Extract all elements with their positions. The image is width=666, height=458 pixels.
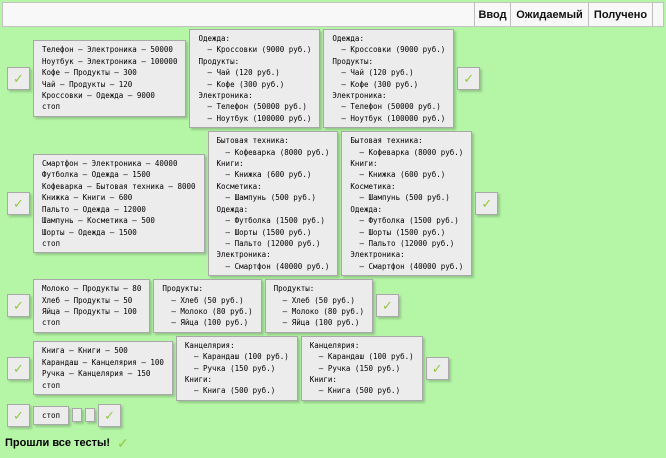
check-icon: ✓ — [13, 298, 24, 314]
test1-pass-badge-right: ✓ — [457, 67, 481, 91]
test5-input-box: стоп — [33, 405, 70, 425]
test5-pass-badge-right: ✓ — [98, 403, 122, 427]
test-row-2: ✓ Смартфон – Электроника – 40000 Футболк… — [7, 131, 666, 277]
check-icon: ✓ — [481, 196, 493, 212]
check-icon: ✓ — [104, 407, 116, 423]
test2-expected-box: Бытовая техника: – Кофеварка (8000 руб.)… — [207, 131, 339, 277]
header-end-cell — [652, 3, 663, 26]
test5-pass-badge-left: ✓ — [7, 403, 30, 427]
test4-expected-box: Канцелярия: – Карандаш (100 руб.) – Ручк… — [175, 335, 298, 401]
test2-pass-badge-left: ✓ — [7, 192, 30, 216]
test4-pass-badge-left: ✓ — [7, 356, 30, 380]
check-icon: ✓ — [463, 71, 475, 87]
header-spacer — [3, 3, 474, 26]
all-tests-passed-text: Прошли все тесты! — [5, 436, 111, 449]
test5-expected-box — [72, 408, 83, 423]
test1-pass-badge-left: ✓ — [7, 67, 30, 91]
check-icon: ✓ — [13, 71, 24, 87]
test-row-5: ✓ стоп ✓ — [7, 403, 666, 427]
test-rows-list: ✓ Телефон – Электроника – 50000 Ноутбук … — [0, 29, 666, 427]
test1-input-box: Телефон – Электроника – 50000 Ноутбук – … — [33, 40, 187, 117]
check-icon: ✓ — [13, 360, 24, 376]
test3-pass-badge-left: ✓ — [7, 294, 30, 318]
check-icon: ✓ — [13, 196, 24, 212]
test4-input-box: Книга – Книги – 500 Карандаш – Канцеляри… — [33, 341, 173, 396]
check-icon: ✓ — [117, 434, 129, 451]
test-row-3: ✓ Молоко – Продукты – 80 Хлеб – Продукты… — [7, 279, 666, 333]
all-tests-passed-row: Прошли все тесты! ✓ — [5, 436, 666, 450]
test1-received-box: Одежда: – Кроссовки (9000 руб.) Продукты… — [323, 29, 455, 129]
check-icon: ✓ — [431, 360, 443, 376]
check-icon: ✓ — [382, 298, 393, 314]
test2-pass-badge-right: ✓ — [475, 192, 499, 216]
test2-input-box: Смартфон – Электроника – 40000 Футболка … — [33, 154, 205, 254]
header-col-input: Ввод — [474, 3, 510, 26]
test-row-4: ✓ Книга – Книги – 500 Карандаш – Канцеля… — [7, 335, 666, 401]
check-icon: ✓ — [13, 407, 24, 423]
test4-pass-badge-right: ✓ — [425, 356, 449, 380]
test2-received-box: Бытовая техника: – Кофеварка (8000 руб.)… — [341, 131, 473, 277]
test1-expected-box: Одежда: – Кроссовки (9000 руб.) Продукты… — [189, 29, 321, 129]
header-col-received: Получено — [588, 3, 652, 26]
test3-pass-badge-right: ✓ — [375, 294, 399, 318]
test3-received-box: Продукты: – Хлеб (50 руб.) – Молоко (80 … — [264, 279, 373, 333]
test3-input-box: Молоко – Продукты – 80 Хлеб – Продукты –… — [33, 279, 151, 333]
test3-expected-box: Продукты: – Хлеб (50 руб.) – Молоко (80 … — [153, 279, 262, 333]
results-header: Ввод Ожидаемый Получено — [2, 2, 664, 27]
test4-received-box: Канцелярия: – Карандаш (100 руб.) – Ручк… — [300, 335, 423, 401]
header-col-expected: Ожидаемый — [510, 3, 588, 26]
test-row-1: ✓ Телефон – Электроника – 50000 Ноутбук … — [7, 29, 666, 129]
test5-received-box — [85, 408, 96, 423]
